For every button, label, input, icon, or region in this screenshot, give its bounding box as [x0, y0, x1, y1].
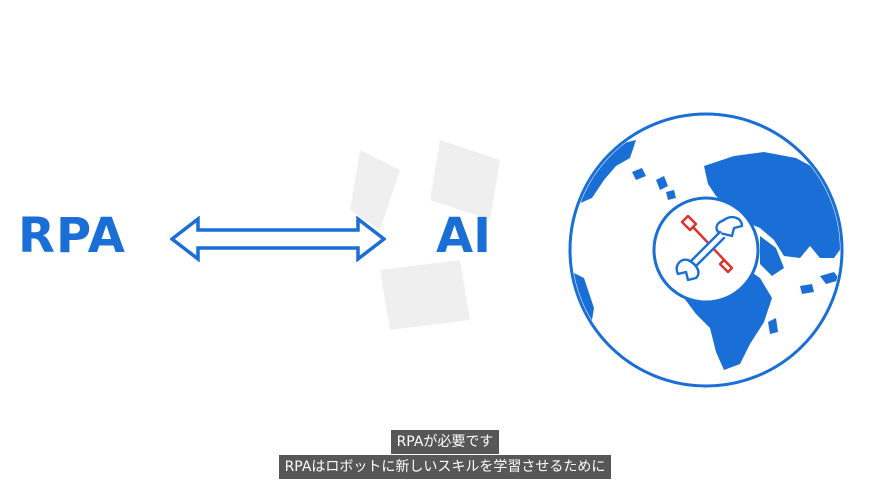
subtitle-panel: RPAが必要です RPAはロボットに新しいスキルを学習させるために — [0, 430, 890, 480]
globe-icon — [568, 112, 844, 388]
ai-label: AI — [436, 208, 492, 264]
rpa-label: RPA — [18, 208, 126, 264]
subtitle-line-2: RPAはロボットに新しいスキルを学習させるために — [278, 455, 612, 479]
subtitle-line-1: RPAが必要です — [390, 430, 500, 454]
double-arrow-icon — [170, 216, 386, 262]
wrench-screwdriver-icon — [675, 214, 744, 282]
background-watermark — [350, 140, 500, 330]
